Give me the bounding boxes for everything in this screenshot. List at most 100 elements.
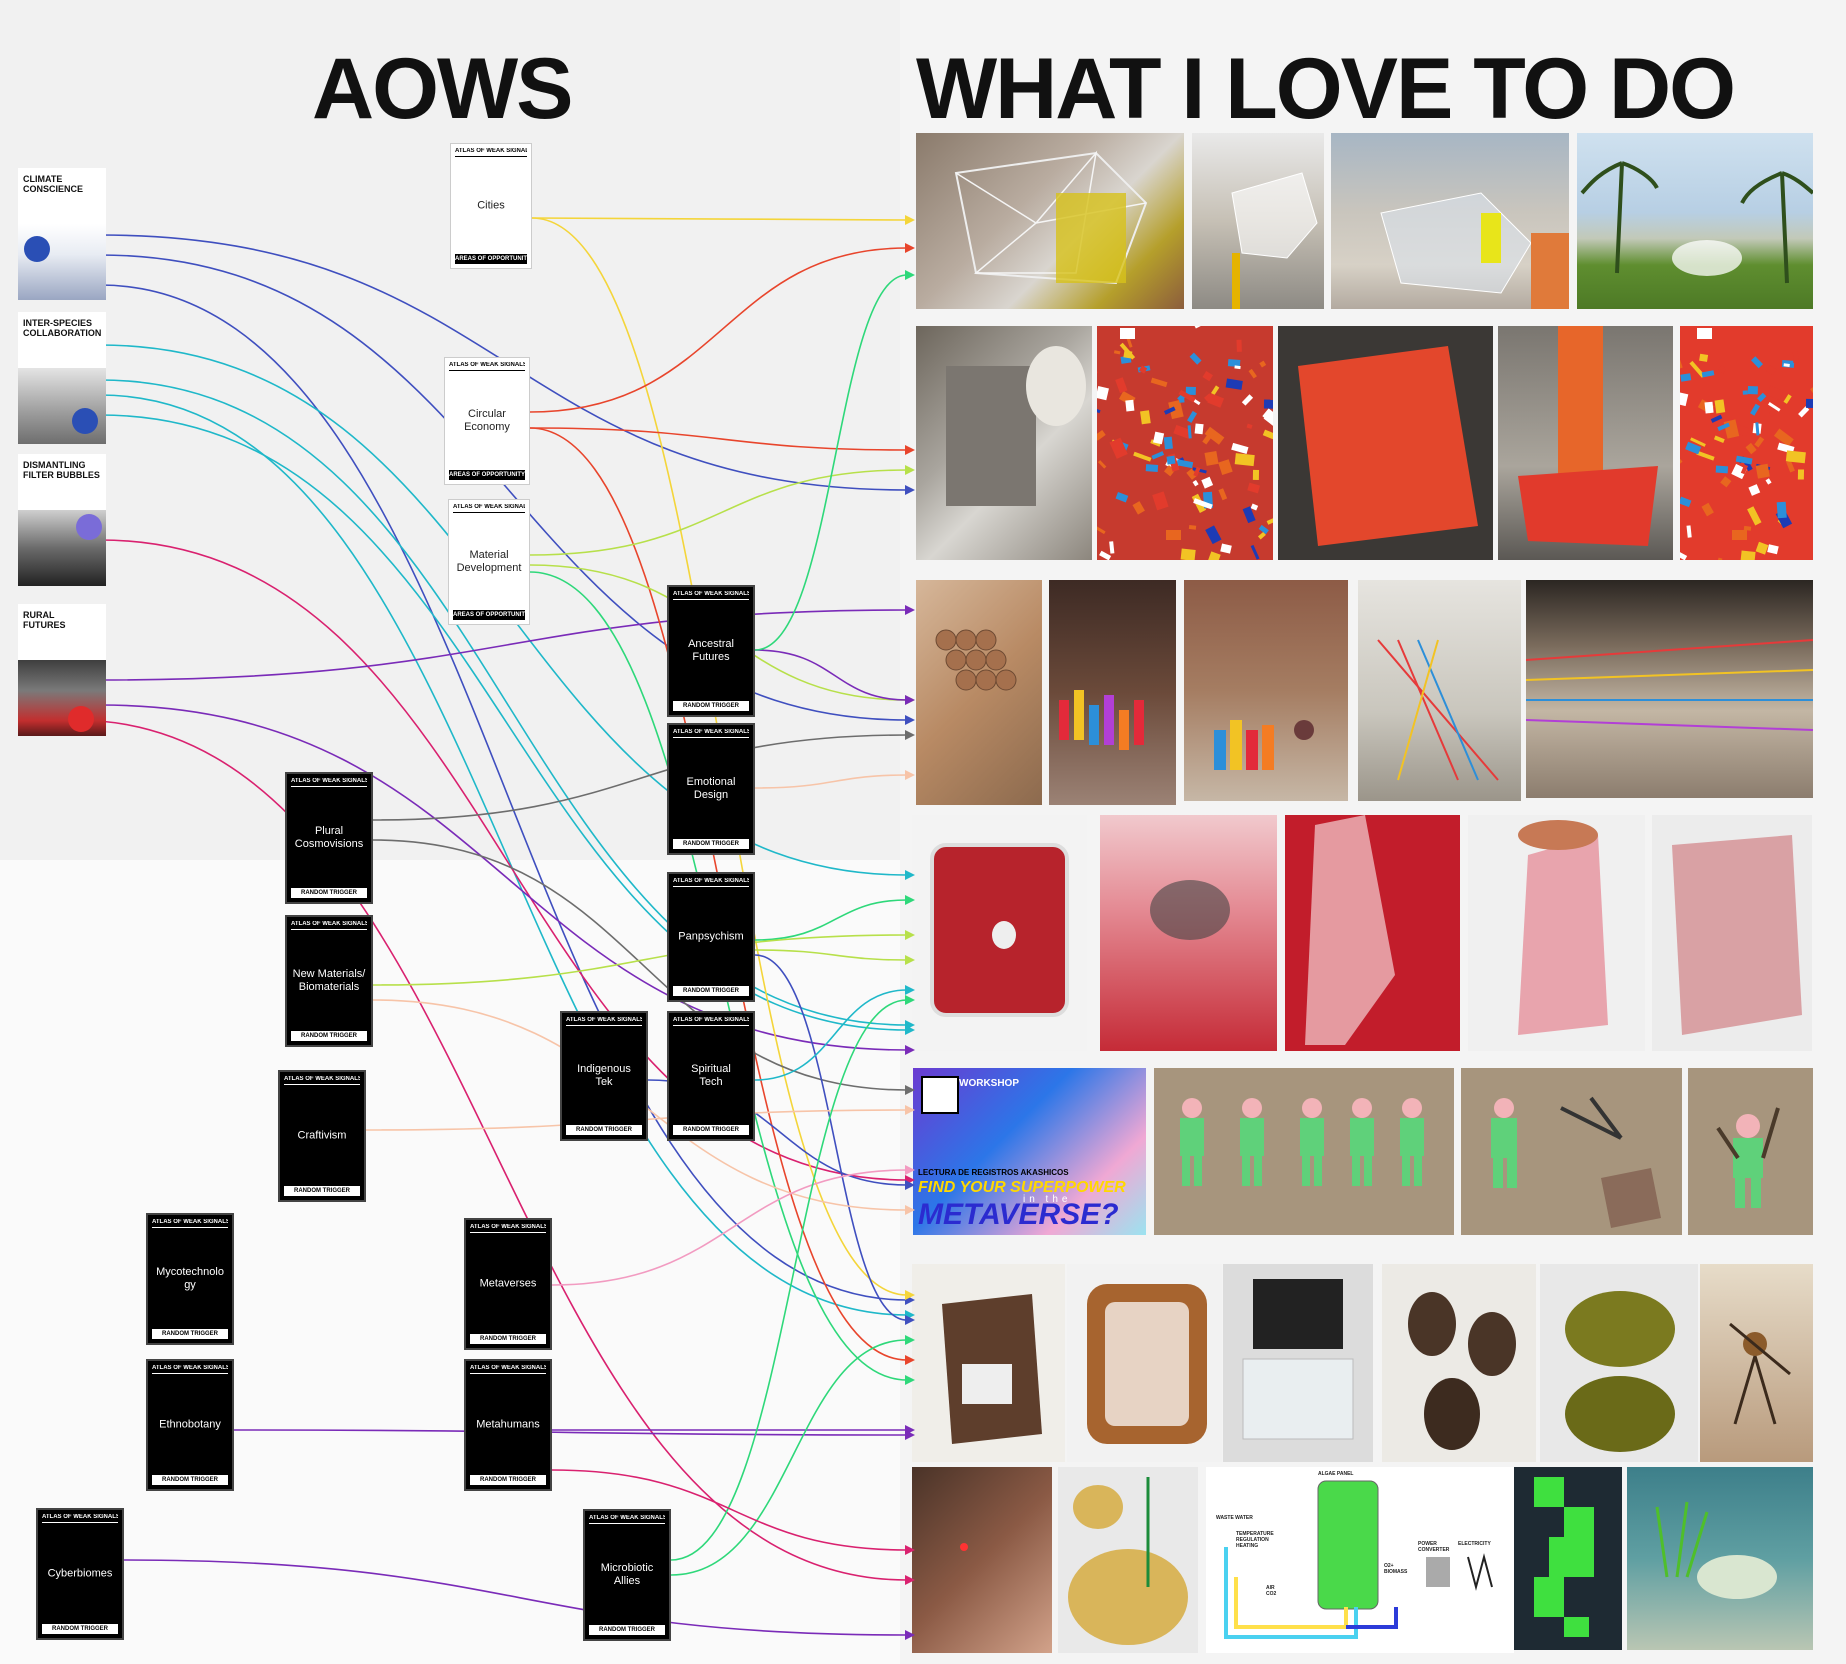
signal-rural-futures: RURAL FUTURES <box>18 604 106 736</box>
connection-line <box>99 254 908 721</box>
plastic-shred <box>1701 502 1714 517</box>
card-name: Microbiotic Allies <box>600 1562 654 1587</box>
plastic-shred <box>1258 524 1269 535</box>
plastic-shred <box>1250 544 1260 560</box>
photo-avocados <box>1382 1264 1536 1462</box>
plastic-shred <box>1109 541 1115 554</box>
plastic-shred <box>1680 496 1692 508</box>
plastic-shred <box>1740 550 1756 560</box>
workshop-label: WORKSHOP <box>959 1078 1019 1089</box>
photo-foil-packaging <box>1223 1264 1373 1462</box>
background-panel <box>0 860 900 1664</box>
card-mycotechnology[interactable]: ATLAS OF WEAK SIGNALS Mycotechnolo gy RA… <box>146 1213 234 1345</box>
workshop-title-line2: in the <box>1023 1194 1072 1205</box>
card-circular-economy[interactable]: ATLAS OF WEAK SIGNALS Circular Economy A… <box>444 357 530 485</box>
card-footer: AREAS OF OPPORTUNITY <box>453 610 525 620</box>
plastic-shred <box>1718 365 1727 374</box>
circle-icon <box>76 514 102 540</box>
signal-title: RURAL FUTURES <box>23 610 66 630</box>
plastic-shred <box>1097 460 1107 469</box>
card-footer: AREAS OF OPPORTUNITY <box>449 470 525 480</box>
card-metahumans[interactable]: ATLAS OF WEAK SIGNALS Metahumans RANDOM … <box>464 1359 552 1491</box>
card-metaverses[interactable]: ATLAS OF WEAK SIGNALS Metaverses RANDOM … <box>464 1218 552 1350</box>
connection-line <box>529 469 908 556</box>
plastic-shred <box>1798 406 1810 418</box>
card-cyberbiomes[interactable]: ATLAS OF WEAK SIGNALS Cyberbiomes RANDOM… <box>36 1508 124 1640</box>
card-header: ATLAS OF WEAK SIGNALS <box>449 362 525 371</box>
plastic-shred <box>1747 506 1762 526</box>
photo-painting-team <box>1184 580 1348 801</box>
photo-wire-bear-workshop <box>916 133 1184 309</box>
photo-bear-beach <box>1577 133 1813 309</box>
plastic-shred <box>1125 399 1135 412</box>
plastic-shred <box>1252 469 1260 481</box>
connection-line <box>754 649 908 701</box>
plastic-shred <box>1205 525 1222 545</box>
circle-icon <box>24 236 50 262</box>
card-name: Emotional Design <box>686 776 736 801</box>
photo-plastic-closeup <box>1680 326 1813 560</box>
plastic-shred <box>1755 541 1769 555</box>
photo-avocado-shells <box>1540 1264 1698 1462</box>
photo-seed-sculpture <box>1700 1264 1813 1462</box>
card-header: ATLAS OF WEAK SIGNALS <box>291 921 367 930</box>
toy-figure <box>1350 1098 1374 1186</box>
plastic-shred <box>1113 350 1121 355</box>
plastic-shred <box>1211 385 1220 396</box>
card-footer: RANDOM TRIGGER <box>589 1625 665 1635</box>
card-new-materials[interactable]: ATLAS OF WEAK SIGNALS New Materials/ Bio… <box>285 915 373 1047</box>
plastic-shred <box>1242 506 1256 524</box>
electricity-label: ELECTRICITY <box>1458 1541 1491 1547</box>
card-ancestral-futures[interactable]: ATLAS OF WEAK SIGNALS Ancestral Futures … <box>667 585 755 717</box>
connection-line <box>754 774 908 789</box>
card-material-development[interactable]: ATLAS OF WEAK SIGNALS Material Developme… <box>448 499 530 625</box>
plastic-shred <box>1257 531 1266 540</box>
card-craftivism[interactable]: ATLAS OF WEAK SIGNALS Craftivism RANDOM … <box>278 1070 366 1202</box>
photo-facade-install <box>1358 580 1521 801</box>
plastic-shred <box>1166 455 1176 465</box>
photo-potato-battery <box>1058 1467 1198 1653</box>
plastic-shred <box>1194 423 1204 435</box>
card-header: ATLAS OF WEAK SIGNALS <box>589 1515 665 1524</box>
plastic-shred <box>1776 501 1787 519</box>
plastic-shred <box>1740 464 1749 475</box>
temperature-label: TEMPERATURE REGULATION HEATING <box>1236 1531 1274 1549</box>
card-emotional-design[interactable]: ATLAS OF WEAK SIGNALS Emotional Design R… <box>667 723 755 855</box>
plastic-shred <box>1742 390 1748 395</box>
plastic-shred <box>1785 450 1806 464</box>
card-spiritual-tech[interactable]: ATLAS OF WEAK SIGNALS Spiritual Tech RAN… <box>667 1011 755 1141</box>
card-footer: RANDOM TRIGGER <box>470 1334 546 1344</box>
plastic-shred <box>1139 365 1148 374</box>
card-name: New Materials/ Biomaterials <box>292 968 366 993</box>
card-header: ATLAS OF WEAK SIGNALS <box>453 504 525 513</box>
plastic-shred <box>1133 451 1152 462</box>
card-ethnobotany[interactable]: ATLAS OF WEAK SIGNALS Ethnobotany RANDOM… <box>146 1359 234 1491</box>
plastic-shred <box>1773 428 1794 447</box>
photo-figure-single <box>1688 1068 1813 1235</box>
photo-green-figures <box>1154 1068 1454 1235</box>
plastic-shred <box>1797 469 1805 480</box>
qr-code-icon <box>921 1076 959 1114</box>
card-name: Ancestral Futures <box>688 638 734 663</box>
card-panpsychism[interactable]: ATLAS OF WEAK SIGNALS Panpsychism RANDOM… <box>667 872 755 1002</box>
card-plural-cosmovisions[interactable]: ATLAS OF WEAK SIGNALS Plural Cosmovision… <box>285 772 373 904</box>
card-microbiotic-allies[interactable]: ATLAS OF WEAK SIGNALS Microbiotic Allies… <box>583 1509 671 1641</box>
plastic-shred <box>1680 329 1682 340</box>
plastic-shred <box>1768 402 1781 412</box>
plastic-shred <box>1218 459 1233 476</box>
card-name: Material Development <box>456 549 522 574</box>
photo-bear-street <box>1192 133 1324 309</box>
plastic-shred <box>1097 386 1109 401</box>
card-header: ATLAS OF WEAK SIGNALS <box>566 1017 642 1026</box>
connection-line <box>372 734 908 821</box>
plastic-shred <box>1193 326 1206 329</box>
card-indigenous-tek[interactable]: ATLAS OF WEAK SIGNALS Indigenous Tek RAN… <box>560 1011 648 1141</box>
plastic-shred <box>1766 385 1784 401</box>
photo-sea-slug <box>1627 1467 1813 1650</box>
card-footer: RANDOM TRIGGER <box>673 839 749 849</box>
plastic-shred <box>1720 476 1732 488</box>
card-footer: RANDOM TRIGGER <box>673 1125 749 1135</box>
plastic-shred <box>1168 399 1184 420</box>
card-cities[interactable]: ATLAS OF WEAK SIGNALS Cities AREAS OF OP… <box>450 143 532 269</box>
plastic-shred <box>1151 451 1165 460</box>
